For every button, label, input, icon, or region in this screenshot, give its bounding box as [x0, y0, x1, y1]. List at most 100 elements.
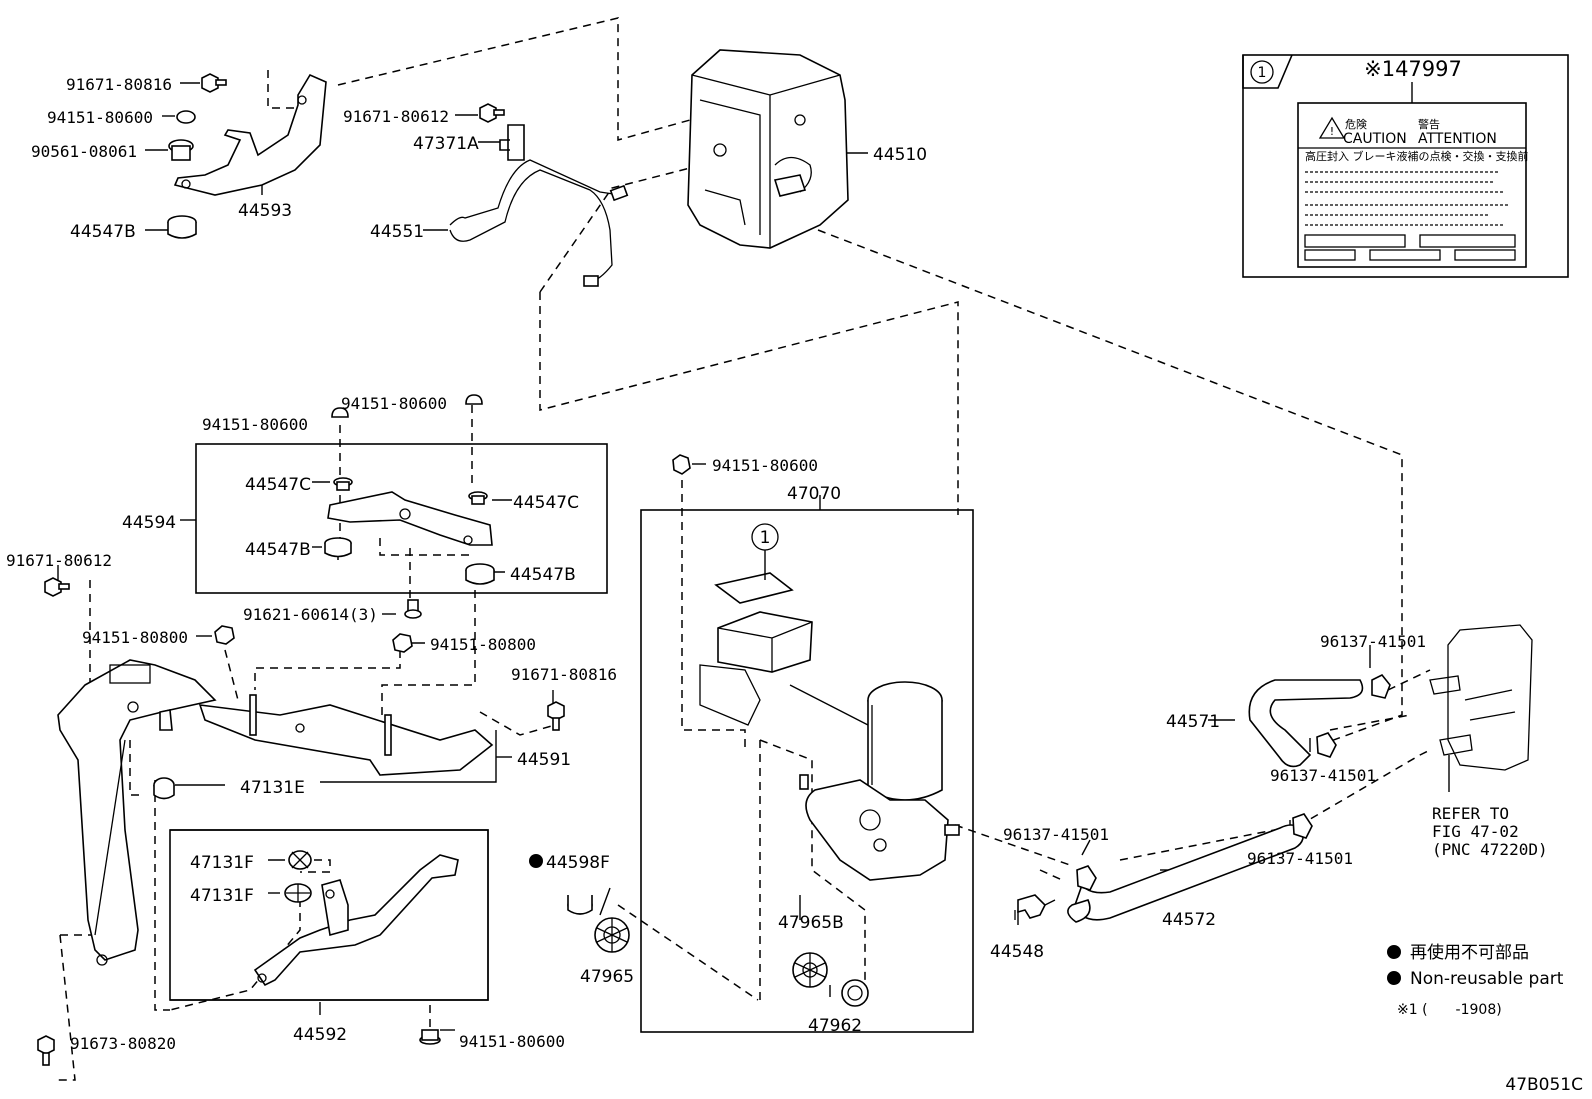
- bracket-assembly-box: [195, 443, 608, 594]
- warning-jp-text: 警告: [1418, 117, 1440, 131]
- bolt-icon: [479, 103, 505, 123]
- collar-icon: [333, 477, 353, 491]
- clamp-47371A-drawing: [499, 124, 525, 161]
- pump-assembly-box: [640, 509, 974, 1033]
- cushion-icon: [324, 537, 352, 558]
- part-label: 44571: [1166, 712, 1220, 732]
- callout-circle-1: [1250, 60, 1274, 84]
- part-label: 47965: [580, 967, 634, 987]
- non-reusable-marker: [529, 854, 543, 868]
- hose-clamp-icon: [1292, 813, 1313, 839]
- label-body-text: 高圧封入 ブレーキ液補の点検・交換・支換前: [1305, 149, 1529, 163]
- reference-line-3: (PNC 47220D): [1432, 840, 1548, 859]
- part-label: 94151-80600: [459, 1032, 565, 1051]
- bracket-44594-drawing: [327, 491, 493, 546]
- caution-en-text: CAUTION: [1343, 131, 1407, 147]
- label-sticker-drawing: [714, 572, 794, 604]
- part-label: 96137-41501: [1320, 632, 1426, 651]
- nut-icon: [331, 407, 349, 418]
- collar-icon: [468, 491, 488, 505]
- part-label: 90561-08061: [31, 142, 137, 161]
- cushion-icon: [465, 563, 495, 585]
- part-label: 44591: [517, 750, 571, 770]
- bolt-icon: [547, 701, 565, 731]
- part-label: 91673-80820: [70, 1034, 176, 1053]
- clip-icon: [284, 883, 312, 903]
- legend-jp: 再使用不可部品: [1410, 942, 1529, 963]
- part-label: 44547B: [245, 540, 311, 560]
- bolt-icon: [201, 73, 227, 93]
- hose-clamp-icon: [1316, 732, 1337, 758]
- part-labels: 91671-80816 94151-80600 90561-08061 4454…: [6, 75, 1426, 1053]
- cushion-icon: [167, 215, 197, 239]
- collar-icon: [168, 139, 194, 161]
- part-label: 47371A: [413, 134, 479, 154]
- bracket-44592-box: [169, 829, 489, 1001]
- diagram-code: 47B051C: [1505, 1075, 1583, 1095]
- part-label: 44547B: [510, 565, 576, 585]
- hose-clamp-icon: [1371, 673, 1391, 699]
- nut-icon: [392, 633, 413, 653]
- clip-icon: [288, 850, 312, 870]
- part-label: 91671-80612: [6, 551, 112, 570]
- part-label: 96137-41501: [1270, 766, 1376, 785]
- label-inset-circle-number: 1: [1258, 65, 1267, 81]
- grommet-icon: [792, 952, 828, 988]
- seal-icon: [841, 979, 869, 1007]
- part-label: 96137-41501: [1003, 825, 1109, 844]
- nut-icon: [419, 1029, 441, 1045]
- reference-line-2: FIG 47-02: [1432, 822, 1519, 841]
- legend-en: Non-reusable part: [1410, 969, 1564, 989]
- actuator-44510-drawing: [687, 49, 849, 249]
- label-inset-part-number: ※147997: [1364, 57, 1462, 81]
- part-label: 44592: [293, 1025, 347, 1045]
- cushion-icon: [153, 777, 175, 800]
- grommet-icon: [594, 917, 630, 953]
- part-label: 44510: [873, 145, 927, 165]
- svg-text:!: !: [1330, 125, 1334, 138]
- grommet-icon: [567, 895, 593, 915]
- part-label: 94151-80800: [82, 628, 188, 647]
- bolt-icon: [404, 599, 422, 619]
- part-label: 91671-80612: [343, 107, 449, 126]
- part-label: 44551: [370, 222, 424, 242]
- part-label: 47070: [787, 484, 841, 504]
- hose-44571-drawing: [1248, 679, 1364, 768]
- part-label: 91671-80816: [511, 665, 617, 684]
- part-label: 44548: [990, 942, 1044, 962]
- bracket-44592-drawing: [253, 854, 459, 987]
- part-label: 44547C: [245, 475, 311, 495]
- part-label: 96137-41501: [1247, 849, 1353, 868]
- reservoir-reference-drawing: [1429, 624, 1533, 771]
- legend-dot: [1387, 971, 1401, 985]
- nut-icon: [672, 454, 691, 475]
- part-label: 91621-60614(3): [243, 605, 378, 624]
- caution-jp-text: 危険: [1345, 118, 1367, 131]
- attention-en-text: ATTENTION: [1418, 131, 1497, 147]
- part-label: 94151-80800: [430, 635, 536, 654]
- large-bracket-drawing: [57, 659, 217, 966]
- tube-44551-drawing: [449, 169, 613, 283]
- callout-circle-number: 1: [760, 528, 771, 548]
- part-label: 47965B: [778, 913, 844, 933]
- part-label: 44593: [238, 201, 292, 221]
- part-label: 91671-80816: [66, 75, 172, 94]
- part-label: 44594: [122, 513, 176, 533]
- part-label: 44598F: [546, 853, 610, 873]
- bracket-44591-drawing: [198, 694, 494, 776]
- part-label: 44572: [1162, 910, 1216, 930]
- legend-footnote: ※1 ( -1908): [1397, 1002, 1502, 1018]
- label-inset: 1 ※147997 ! 危険 CAUTION 警告 ATTENTION 高圧封入…: [1242, 54, 1569, 278]
- legend-dot: [1387, 945, 1401, 959]
- bolt-icon: [44, 577, 70, 597]
- nut-icon: [176, 110, 196, 124]
- hose-clamp-icon: [1076, 865, 1097, 891]
- part-label: 47962: [808, 1016, 862, 1036]
- reference-note: REFER TO FIG 47-02 (PNC 47220D): [1432, 804, 1548, 859]
- part-label: 94151-80600: [202, 415, 308, 434]
- part-label: 94151-80600: [341, 394, 447, 413]
- part-label: 44547C: [513, 493, 579, 513]
- legend: 再使用不可部品 Non-reusable part ※1 ( -1908): [1387, 942, 1564, 1018]
- pump-assembly-drawing: [699, 572, 960, 881]
